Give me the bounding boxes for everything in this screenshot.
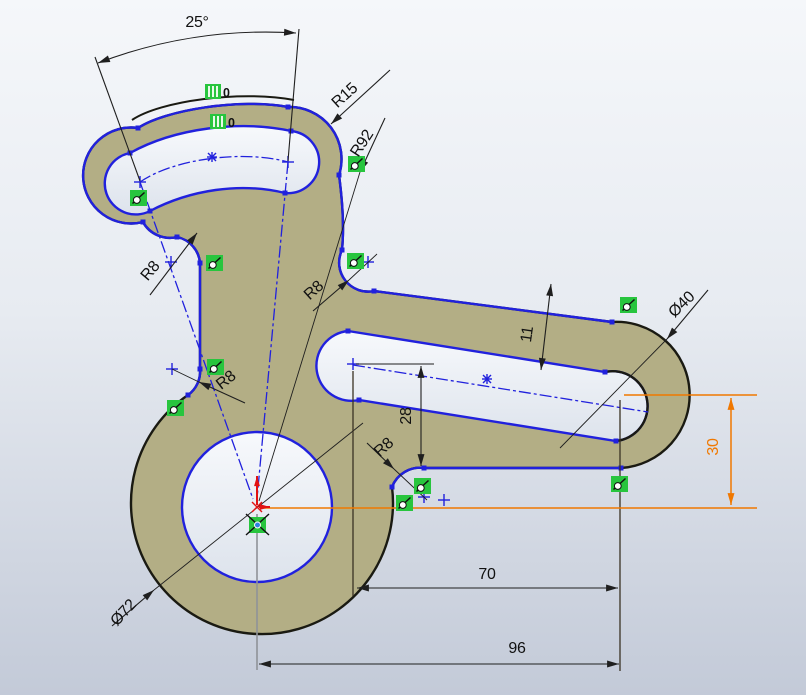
tangent-constraint-icon[interactable] — [348, 156, 365, 172]
d72-leader[interactable] — [111, 589, 155, 627]
r8-midleft-leader-extension — [171, 368, 200, 383]
r8-bottom-leader[interactable] — [366, 442, 395, 470]
angle-ext-right — [287, 28, 300, 162]
parallel-constraint-icon[interactable]: 0 — [205, 84, 230, 100]
tangent-constraint-icon[interactable] — [167, 400, 184, 416]
dim-96-label[interactable]: 96 — [508, 640, 526, 657]
tangent-constraint-icon[interactable] — [396, 495, 413, 511]
sketch-origin[interactable] — [251, 476, 270, 513]
parallel-badge-number: 0 — [223, 86, 230, 100]
centerlines-group[interactable] — [139, 155, 649, 500]
model-edge-lobe-top — [131, 95, 295, 121]
tangent-constraint-icon[interactable] — [620, 297, 637, 313]
r8-junction-leader[interactable] — [312, 279, 350, 312]
dim-11-label[interactable]: 11 — [518, 325, 537, 344]
dim-70-label[interactable]: 70 — [478, 566, 496, 583]
r8-topleft-leader[interactable] — [149, 232, 198, 296]
dim30-group — [263, 394, 757, 509]
radial-centerline-left — [139, 181, 254, 500]
dim11-line[interactable] — [538, 283, 554, 371]
tangent-constraint-icon[interactable] — [207, 359, 224, 375]
lobe-slot-centerline — [139, 155, 289, 183]
tangent-constraint-icon[interactable] — [611, 476, 628, 492]
r92-leader-extension — [258, 171, 361, 502]
tangent-constraint-icon[interactable] — [130, 190, 147, 206]
d40-leader-extension — [559, 338, 668, 449]
dimension-lines — [94, 28, 709, 671]
constraint-icons: 0 0 — [130, 84, 637, 536]
coincident-constraint-icon[interactable] — [245, 513, 270, 536]
tangent-constraint-icon[interactable] — [414, 478, 431, 494]
parallel-constraint-icon[interactable]: 0 — [210, 114, 235, 130]
dim-30-label[interactable]: 30 — [705, 438, 722, 456]
midpoint-markers — [207, 152, 492, 384]
d72-leader-extension — [153, 422, 364, 591]
midpoint-asterisk — [482, 374, 492, 384]
d40-leader[interactable] — [666, 289, 709, 340]
r8-bottom-leader-extension — [393, 468, 428, 501]
dim-angle-label[interactable]: 25° — [185, 14, 209, 31]
point-cross — [438, 494, 450, 506]
tangent-constraint-icon[interactable] — [347, 253, 364, 269]
dim-28-label[interactable]: 28 — [398, 407, 415, 425]
point-cross — [134, 176, 146, 188]
arm-slot-centerline — [352, 364, 649, 413]
angle-ext-left — [94, 56, 141, 182]
radial-centerline-right — [256, 161, 289, 500]
r15-leader[interactable] — [330, 69, 391, 125]
angle-dim-arc[interactable] — [97, 28, 297, 64]
r8-midleft-leader[interactable] — [198, 381, 246, 404]
model-edge-slot-right-cap — [604, 370, 649, 443]
origin-point-marker — [251, 501, 263, 513]
parallel-badge-number: 0 — [228, 116, 235, 130]
midpoint-asterisk — [207, 152, 217, 162]
tangent-constraint-icon[interactable] — [206, 255, 223, 271]
